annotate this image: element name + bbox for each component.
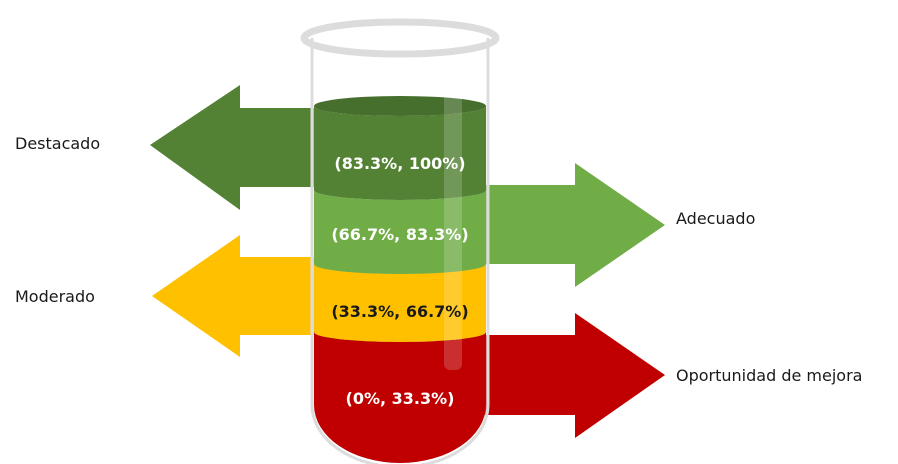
- glass-highlight: [444, 60, 462, 370]
- tube-rim: [300, 18, 500, 58]
- band-destacado-top: [314, 96, 486, 116]
- band-moderado: [314, 264, 486, 342]
- range-label-oportunidad: (0%, 33.3%): [346, 389, 455, 408]
- arrow-oportunidad: [475, 313, 665, 438]
- band-oportunidad: [314, 332, 486, 463]
- range-label-destacado: (83.3%, 100%): [334, 154, 465, 173]
- arrow-adecuado: [475, 163, 665, 287]
- label-destacado: Destacado: [15, 134, 101, 153]
- arrow-moderado: [152, 235, 330, 357]
- range-label-adecuado: (66.7%, 83.3%): [331, 225, 468, 244]
- label-oportunidad: Oportunidad de mejora: [676, 366, 863, 385]
- arrow-destacado: [150, 85, 330, 210]
- label-moderado: Moderado: [15, 287, 95, 306]
- liquid-bands: [314, 96, 486, 463]
- range-label-moderado: (33.3%, 66.7%): [331, 302, 468, 321]
- band-destacado: [314, 106, 486, 200]
- label-adecuado: Adecuado: [676, 209, 756, 228]
- band-adecuado: [314, 190, 486, 274]
